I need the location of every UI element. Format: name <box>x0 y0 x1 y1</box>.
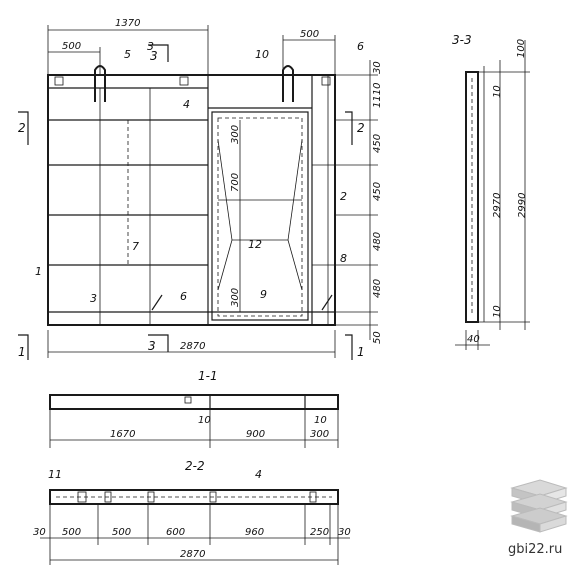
dim-2870: 2870 <box>180 341 205 352</box>
dim-22-30-right: 30 <box>338 527 351 538</box>
section-2-2 <box>40 489 350 565</box>
dim-22-500a: 500 <box>62 527 81 538</box>
section-marks <box>18 44 353 360</box>
dim-11-10-left: 10 <box>198 415 211 426</box>
dim-right-450b: 450 <box>372 182 383 201</box>
section-1-1-title: 1-1 <box>198 369 218 383</box>
dim-11-10-right: 10 <box>314 415 327 426</box>
dim-22-960: 960 <box>245 527 264 538</box>
dim-33-2990: 2990 <box>517 193 528 218</box>
callout-4-section22: 4 <box>255 468 262 481</box>
callout-10: 10 <box>255 48 269 61</box>
callout-3-bottom: 3 <box>90 292 97 305</box>
dim-11-300: 300 <box>310 429 329 440</box>
section-1-1 <box>49 394 339 448</box>
logo-stack-icon <box>510 479 568 533</box>
section-3-3-title: 3-3 <box>452 33 472 47</box>
dim-22-500b: 500 <box>112 527 131 538</box>
section-mark-2-right: 2 <box>357 121 365 135</box>
callout-11: 11 <box>48 468 62 481</box>
dim-inner-700: 700 <box>230 173 241 192</box>
section-mark-1-right: 1 <box>357 345 365 359</box>
dim-right-50: 50 <box>372 331 383 344</box>
callout-6-bottom: 6 <box>180 290 187 303</box>
dim-1370: 1370 <box>115 18 140 29</box>
dim-500-left: 500 <box>62 41 81 52</box>
section-2-2-title: 2-2 <box>185 459 205 473</box>
dim-33-100: 100 <box>516 39 527 58</box>
callout-4: 4 <box>183 98 190 111</box>
section-mark-3-top: 3 <box>150 49 158 63</box>
section-mark-3-bottom: 3 <box>148 339 156 353</box>
dim-33-10-bottom: 10 <box>492 305 503 318</box>
callout-9: 9 <box>260 288 267 301</box>
dim-33-40: 40 <box>467 334 480 345</box>
panel-outline <box>47 74 336 326</box>
callout-2: 2 <box>340 190 347 203</box>
callout-7: 7 <box>132 240 139 253</box>
door-opening <box>211 111 309 321</box>
dim-right-480a: 480 <box>372 232 383 251</box>
dim-right-450a: 450 <box>372 134 383 153</box>
dim-22-30-left: 30 <box>33 527 46 538</box>
dim-33-2970: 2970 <box>492 193 503 218</box>
watermark-text: gbi22.ru <box>508 542 562 557</box>
callout-6-top: 6 <box>357 40 364 53</box>
elevation-dimensions <box>47 25 378 358</box>
callout-5: 5 <box>124 48 131 61</box>
dim-22-2870: 2870 <box>180 549 205 560</box>
dim-right-480b: 480 <box>372 279 383 298</box>
rebar-grid <box>48 88 335 325</box>
callout-8: 8 <box>340 252 347 265</box>
lifting-hook-right-icon <box>282 65 294 102</box>
dim-inner-300-bottom: 300 <box>230 288 241 307</box>
panel-elevation <box>47 65 336 326</box>
callout-12: 12 <box>248 238 262 251</box>
dim-22-600: 600 <box>166 527 185 538</box>
dim-22-250: 250 <box>310 527 329 538</box>
section-mark-2-left: 2 <box>18 121 26 135</box>
callout-1: 1 <box>35 265 42 278</box>
dim-inner-300-top: 300 <box>230 125 241 144</box>
dim-11-900: 900 <box>246 429 265 440</box>
callout-3-top: 3 <box>147 40 154 53</box>
dim-11-1670: 1670 <box>110 429 135 440</box>
dim-right-1110: 1110 <box>372 83 383 108</box>
section-mark-1-left: 1 <box>18 345 26 359</box>
section-3-3 <box>455 40 530 350</box>
dim-500-right: 500 <box>300 29 319 40</box>
dim-33-10-top: 10 <box>492 85 503 98</box>
dim-right-30: 30 <box>372 61 383 74</box>
